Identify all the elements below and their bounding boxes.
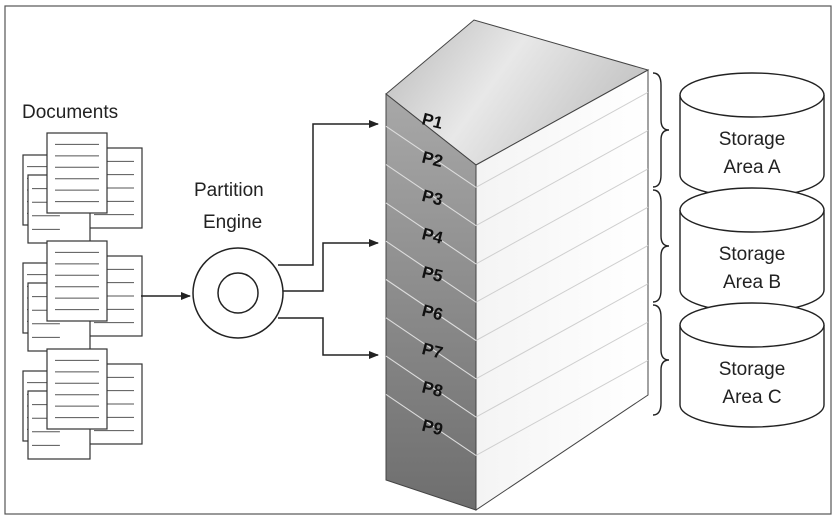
brace-group <box>652 72 670 416</box>
partition-label: P7 <box>420 339 445 362</box>
partition-divider-front <box>385 164 477 227</box>
partition-divider-side <box>475 359 649 456</box>
document-icon <box>46 348 108 430</box>
partition-divider-side <box>475 130 649 227</box>
partition-divider-side <box>475 168 649 265</box>
partition-divider-side <box>475 91 649 188</box>
brace <box>652 72 670 188</box>
partition-divider-front <box>385 125 477 188</box>
document-group <box>22 132 143 460</box>
engine-label-line1: Partition <box>194 180 264 201</box>
partition-divider-front <box>385 240 477 303</box>
partition-divider-front <box>385 393 477 456</box>
document-icon <box>46 240 108 322</box>
documents-label: Documents <box>22 102 118 123</box>
engine-label-line2: Engine <box>203 212 262 233</box>
partition-divider-front <box>385 355 477 418</box>
partition-divider-front <box>385 279 477 341</box>
connector-to-p7 <box>278 317 379 359</box>
brace <box>652 304 670 416</box>
storage-label-line1: Storage <box>719 359 786 380</box>
partition-divider-side <box>475 245 649 341</box>
storage-label-line1: Storage <box>719 244 786 265</box>
partition-label: P2 <box>420 148 445 171</box>
document-icon <box>46 132 108 214</box>
partition-divider-front <box>385 202 477 265</box>
partition-label: P3 <box>420 186 445 209</box>
partition-label: P9 <box>420 416 445 439</box>
partition-label: P1 <box>420 109 445 132</box>
storage-label-line2: Area A <box>723 157 780 178</box>
partition-divider-side <box>475 206 649 303</box>
partition-divider-side <box>475 283 649 380</box>
partition-label: P4 <box>420 224 445 248</box>
partition-label: P8 <box>420 378 445 401</box>
connector-to-p4 <box>283 239 379 292</box>
storage-label-line1: Storage <box>719 129 786 150</box>
partition-engine-icon <box>192 247 284 339</box>
partition-divider-front <box>385 317 477 380</box>
connector-to-p1 <box>278 120 379 266</box>
frame-border <box>4 5 832 515</box>
partition-divider-side <box>475 321 649 418</box>
storage-label-line2: Area B <box>723 272 781 293</box>
storage-label-line2: Area C <box>722 387 781 408</box>
partition-label: P5 <box>420 263 445 286</box>
brace <box>652 189 670 303</box>
partition-label: P6 <box>420 301 445 324</box>
